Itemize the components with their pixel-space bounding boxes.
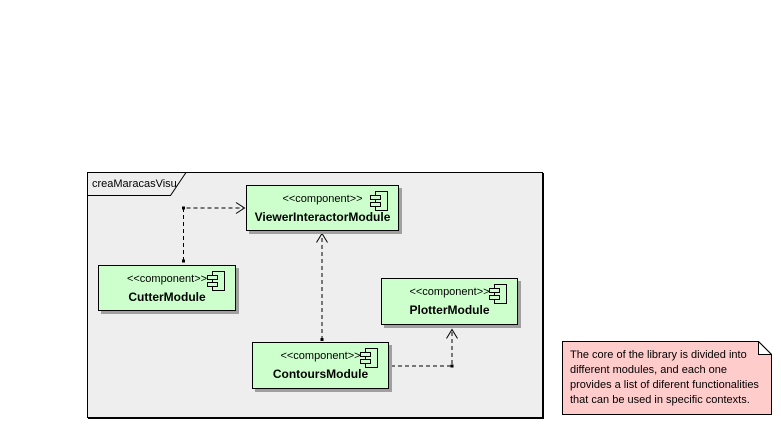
- component-box-contoursmodule[interactable]: <<component>> ContoursModule: [252, 342, 389, 389]
- waypoint-dot: [182, 259, 185, 263]
- dependency-cutter-to-viewer: [182, 202, 246, 263]
- note-fold-icon: [758, 341, 772, 355]
- stereotype-label: <<component>>: [126, 273, 208, 285]
- waypoint-dot: [320, 338, 324, 341]
- component-icon: [488, 283, 508, 305]
- note-line: different modules, and each one: [570, 364, 727, 376]
- component-name: PlotterModule: [409, 303, 490, 317]
- component-name: ViewerInteractorModule: [254, 210, 391, 224]
- note-line: that can be used in specific contexts.: [570, 394, 750, 406]
- dashed-connector: [391, 332, 453, 367]
- dashed-connector: [183, 207, 243, 261]
- component-icon: [369, 190, 389, 212]
- open-arrowhead: [235, 202, 246, 214]
- frame-tab-outline: [88, 172, 187, 196]
- component-icon: [359, 347, 379, 369]
- note[interactable]: The core of the library is divided into …: [562, 341, 772, 415]
- component-box-viewerinteractormodule[interactable]: <<component>> ViewerInteractorModule: [246, 185, 399, 231]
- stereotype-label: <<component>>: [409, 286, 490, 298]
- waypoint-dot: [450, 364, 454, 368]
- component-name: ContoursModule: [272, 367, 369, 381]
- stereotype-label: <<component>>: [282, 193, 363, 205]
- note-line: The core of the library is divided into: [570, 349, 747, 361]
- dependency-contours-to-plotter: [391, 328, 458, 368]
- open-arrowhead: [446, 328, 458, 339]
- frame-tab-label: creaMaracasVisu: [92, 178, 177, 190]
- component-icon: [206, 270, 226, 292]
- dependency-contours-to-viewer: [316, 232, 328, 341]
- note-text: The core of the library is divided into …: [570, 348, 759, 408]
- component-box-cuttermodule[interactable]: <<component>> CutterModule: [98, 265, 236, 311]
- note-shape: [562, 341, 772, 415]
- component-name: CutterModule: [128, 290, 206, 304]
- waypoint-dot: [182, 206, 185, 210]
- note-line: provides a list of diferent functionalit…: [570, 379, 759, 391]
- stereotype-label: <<component>>: [280, 350, 361, 362]
- component-box-plottermodule[interactable]: <<component>> PlotterModule: [381, 278, 518, 325]
- open-arrowhead: [316, 232, 328, 243]
